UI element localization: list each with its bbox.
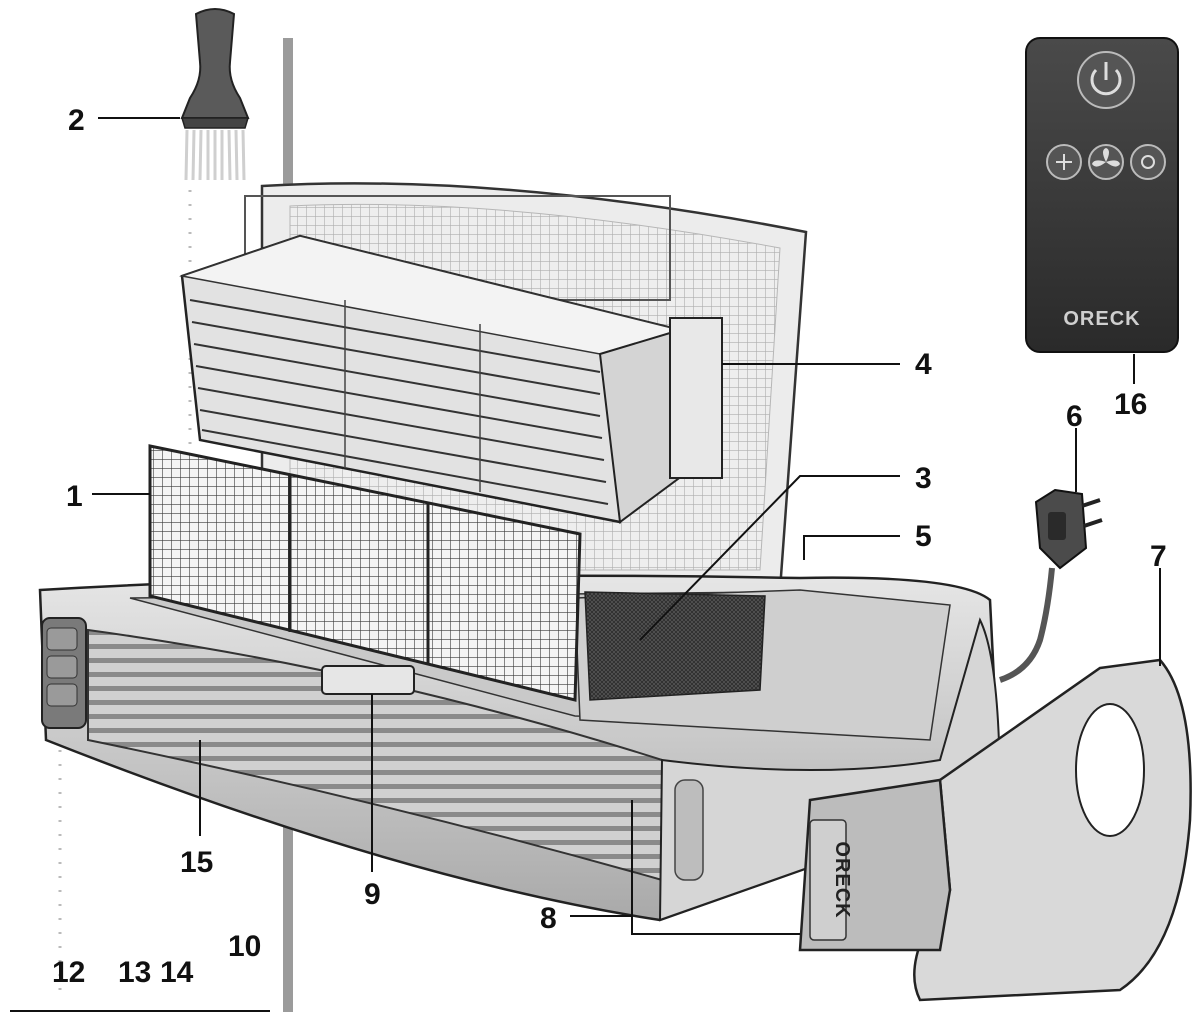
control-panel	[41, 617, 87, 729]
power-icon[interactable]	[1077, 51, 1135, 109]
control-button-middle[interactable]	[46, 655, 78, 679]
remote-control	[1025, 37, 1179, 353]
remote-brand-logo: ORECK	[1063, 308, 1140, 330]
cleaning-brush	[180, 8, 250, 181]
callout-6: 6	[1066, 400, 1083, 433]
callout-7: 7	[1150, 540, 1167, 573]
callout-15: 15	[180, 846, 213, 879]
fan-icon[interactable]	[1088, 144, 1124, 180]
callout-8: 8	[540, 902, 557, 935]
ionizer-icon[interactable]	[1046, 144, 1082, 180]
collector-cell	[179, 234, 723, 524]
callout-12: 12	[52, 956, 85, 989]
callout-1: 1	[66, 480, 83, 513]
callout-2: 2	[68, 104, 85, 137]
pre-filter-mesh	[584, 591, 766, 701]
callout-3: 3	[915, 462, 932, 495]
control-button-bottom[interactable]	[46, 683, 78, 707]
end-cap-brand-logo: ORECK	[831, 841, 853, 918]
leader-lines	[10, 117, 1161, 1012]
callout-16: 16	[1114, 388, 1147, 421]
control-button-top[interactable]	[46, 627, 78, 651]
callout-5: 5	[915, 520, 932, 553]
callout-14: 14	[160, 956, 194, 989]
front-grille	[148, 444, 582, 702]
end-cap	[798, 658, 1192, 1002]
light-icon[interactable]	[1130, 144, 1166, 180]
callout-13: 13	[118, 956, 151, 989]
callout-4: 4	[915, 348, 932, 381]
callout-9: 9	[364, 878, 381, 911]
lid-latch[interactable]	[321, 665, 415, 695]
callout-10: 10	[228, 930, 261, 963]
power-adapter	[998, 488, 1103, 683]
